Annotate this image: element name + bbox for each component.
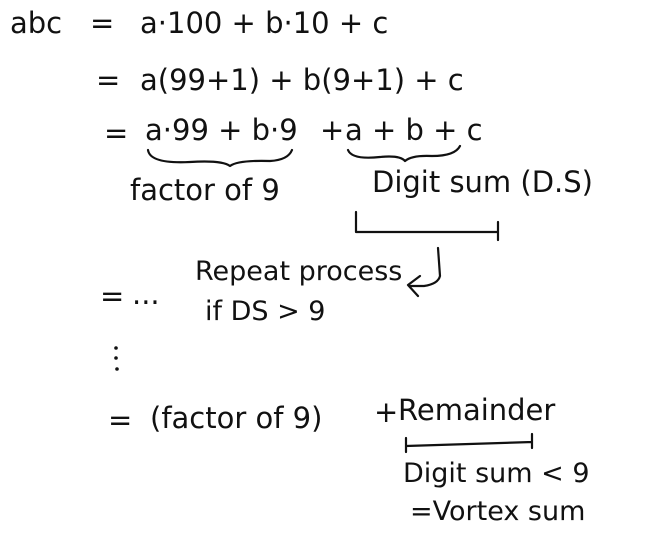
line3-factor-group: a·99 + b·9: [145, 113, 298, 147]
digit-sum-label: Digit sum (D.S): [372, 165, 593, 199]
line2-equals: =: [96, 63, 120, 97]
remainder-digit-sum-label: Digit sum < 9: [403, 458, 590, 489]
line5-equals: =: [108, 403, 132, 437]
repeat-process-label: Repeat process: [195, 256, 402, 287]
equation-line-4: = ...: [100, 277, 160, 313]
line5-plus: +: [374, 395, 398, 429]
line5-remainder: Remainder: [398, 393, 555, 427]
line2-rhs: a(99+1) + b(9+1) + c: [140, 63, 464, 97]
repeat-condition-label: if DS > 9: [205, 296, 326, 327]
equation-line-1: abc = a·100 + b·10 + c: [10, 6, 388, 40]
vertical-ellipsis: [114, 346, 119, 371]
line5-factor-term: (factor of 9): [150, 401, 322, 435]
factor-of-9-label: factor of 9: [130, 173, 280, 207]
repeat-arrow: [406, 246, 442, 298]
line3-digit-group: a + b + c: [345, 113, 483, 147]
digit-sum-bracket: [354, 210, 500, 242]
equation-line-5: = (factor of 9) + Remainder: [108, 393, 555, 437]
line3-equals: =: [104, 116, 128, 150]
equation-line-3: = a·99 + b·9 + a + b + c: [104, 113, 483, 150]
digit-sum-underbrace: [346, 144, 462, 163]
vortex-sum-label: =Vortex sum: [410, 496, 585, 527]
line1-equals: =: [90, 6, 114, 40]
remainder-bracket: [404, 432, 534, 454]
factor-underbrace: [146, 148, 294, 168]
line1-rhs: a·100 + b·10 + c: [140, 6, 388, 40]
line3-plus: +: [320, 113, 344, 147]
line4-dots: ...: [132, 277, 160, 311]
line1-lhs: abc: [10, 6, 62, 40]
line4-equals: =: [100, 279, 124, 313]
equation-line-2: = a(99+1) + b(9+1) + c: [96, 63, 464, 97]
